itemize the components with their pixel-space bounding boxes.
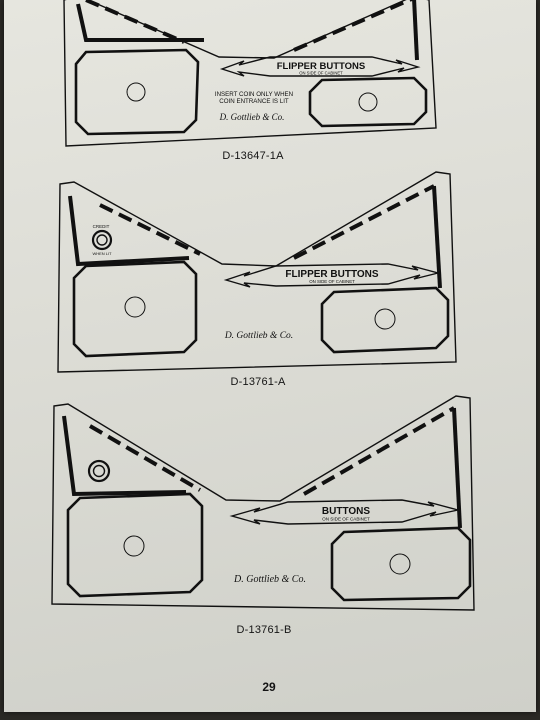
- card-outline: [51, 395, 475, 611]
- instruction-card-2: CREDIT WHEN LIT FLIPPER BUTTONS ON SIDE …: [57, 171, 457, 373]
- right-dash-line: [303, 406, 455, 496]
- credit-light-ring: [91, 229, 113, 251]
- right-dash-line: [293, 184, 435, 260]
- right-mount-hole: [358, 92, 378, 112]
- manufacturer-signature: D. Gottlieb & Co.: [224, 331, 293, 341]
- manufacturer-signature: D. Gottlieb & Co.: [233, 574, 306, 585]
- credit-label-top: CREDIT: [93, 224, 110, 229]
- right-mount-hole: [374, 308, 396, 330]
- flipper-arrow-banner: [219, 56, 421, 77]
- banner-subtitle: ON SIDE OF CABINET: [309, 279, 355, 284]
- page-number: 29: [262, 680, 276, 694]
- part-number-1: D-13647-1A: [222, 150, 284, 162]
- banner-subtitle: ON SIDE OF CABINET: [299, 71, 343, 76]
- left-mount-hole: [123, 535, 145, 557]
- right-guide-line: [412, 0, 419, 61]
- banner-subtitle: ON SIDE OF CABINET: [322, 517, 370, 522]
- left-guide-line: [62, 415, 187, 497]
- manual-page: FLIPPER BUTTONS ON SIDE OF CABINET INSER…: [4, 0, 536, 712]
- left-guide-line: [76, 3, 204, 42]
- left-mount-hole: [126, 82, 146, 102]
- right-pocket-frame: [308, 76, 428, 128]
- right-dash-line: [293, 0, 415, 52]
- left-pocket-frame: [66, 492, 204, 598]
- coin-notice-line-1: INSERT COIN ONLY WHEN: [215, 91, 293, 98]
- right-guide-line: [452, 407, 462, 529]
- instruction-card-3: BUTTONS ON SIDE OF CABINET D. Gottlieb &…: [51, 395, 475, 611]
- flipper-arrow-banner: [223, 263, 441, 288]
- right-pocket-frame: [320, 286, 450, 354]
- credit-light-lens: [96, 234, 108, 246]
- instruction-card-1: FLIPPER BUTTONS ON SIDE OF CABINET INSER…: [63, 0, 437, 147]
- light-ring: [87, 459, 111, 483]
- light-lens: [92, 464, 106, 478]
- banner-title: BUTTONS: [322, 506, 370, 517]
- banner-title: FLIPPER BUTTONS: [277, 61, 366, 72]
- right-guide-line: [432, 185, 442, 289]
- card-outline: [57, 171, 457, 373]
- manufacturer-signature: D. Gottlieb & Co.: [219, 112, 285, 122]
- left-dash-line: [85, 0, 185, 44]
- left-dash-line: [88, 424, 202, 492]
- left-pocket-frame: [74, 48, 200, 136]
- part-number-2: D-13761-A: [230, 376, 286, 388]
- right-mount-hole: [389, 553, 411, 575]
- right-pocket-frame: [330, 526, 472, 602]
- coin-notice-line-2: COIN ENTRANCE IS LIT: [219, 98, 289, 105]
- credit-label-bottom: WHEN LIT: [92, 251, 112, 256]
- banner-title: FLIPPER BUTTONS: [285, 269, 378, 280]
- left-mount-hole: [124, 296, 146, 318]
- part-number-3: D-13761-B: [236, 624, 292, 636]
- left-pocket-frame: [72, 260, 198, 358]
- flipper-arrow-banner: [229, 499, 459, 525]
- left-dash-line: [99, 203, 201, 256]
- left-guide-line: [68, 195, 190, 267]
